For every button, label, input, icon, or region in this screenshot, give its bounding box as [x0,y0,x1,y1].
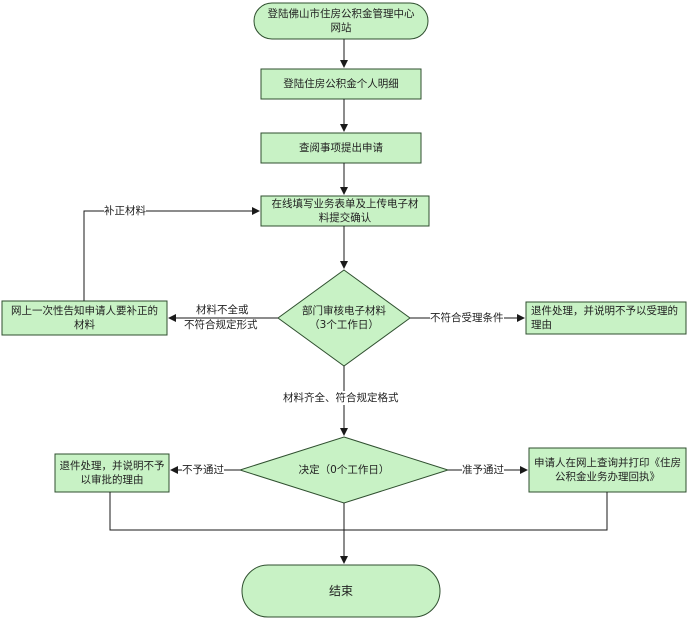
connector-reject-end [109,492,344,531]
edge-label-complete: 材料齐全、符合规定格式 [283,391,399,405]
reject-not-eligible-box [525,301,687,335]
notify-supplement-box [1,300,168,336]
print-receipt-label: 申请人在网上查询并打印《住房公积金业务办理回执》 [534,457,681,483]
notify-supplement-label: 网上一次性告知申请人要补正的材料 [11,305,158,331]
fill-form-label: 在线填写业务表单及上传电子材料提交确认 [271,198,419,224]
edge-label-supplement: 补正材料 [104,204,146,218]
end-terminal [241,564,441,618]
edge-label-not-approved: 不予通过 [182,463,224,477]
start-terminal [253,2,429,40]
connector-print-end [344,492,608,531]
reject-approval-box [54,453,170,493]
review-label: 部门审核电子材料（3个工作日） [302,305,386,331]
start-label: 登陆佛山市住房公积金管理中心网站 [267,8,415,34]
decision-label: 决定（0个工作日） [298,464,390,476]
login-detail-label: 登陆住房公积金个人明细 [283,78,399,90]
print-receipt-box [528,447,687,493]
fill-form-box [260,195,430,227]
end-label: 结束 [328,584,353,598]
edge-label-approved: 准予通过 [462,463,504,477]
connector-notify-fill-loop [83,207,260,301]
reject-not-eligible-label: 退件处理，并说明不予以受理的理由 [531,305,678,331]
reject-approval-label: 退件处理，并说明不予以审批的理由 [59,460,165,486]
query-items-label: 查阅事项提出申请 [299,142,383,154]
edge-label-not-eligible: 不符合受理条件 [430,311,504,325]
edge-label-incomplete-2: 不符合规定形式 [184,319,258,331]
login-detail-box [260,68,422,100]
query-items-box [260,132,422,164]
edge-label-incomplete-1: 材料不全或 [196,304,249,316]
